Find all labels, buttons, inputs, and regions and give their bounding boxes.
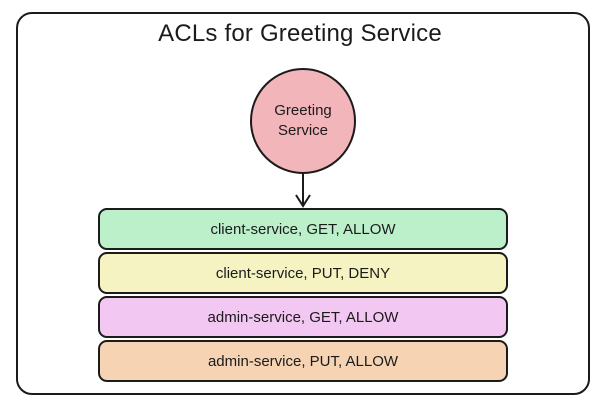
greeting-service-node-label: Greeting Service: [274, 101, 332, 139]
acl-row-client-service-put: client-service, PUT, DENY: [98, 252, 508, 294]
acl-rule-list: client-service, GET, ALLOW client-servic…: [98, 208, 508, 384]
diagram-title: ACLs for Greeting Service: [158, 20, 442, 47]
acl-row-admin-service-put: admin-service, PUT, ALLOW: [98, 340, 508, 382]
down-arrow-icon: [295, 172, 311, 208]
acl-row-label: admin-service, GET, ALLOW: [207, 308, 399, 326]
acl-row-label: admin-service, PUT, ALLOW: [207, 352, 399, 370]
acl-row-admin-service-get: admin-service, GET, ALLOW: [98, 296, 508, 338]
diagram-border-frame: [16, 12, 590, 395]
acl-row-client-service-get: client-service, GET, ALLOW: [98, 208, 508, 250]
acl-row-label: client-service, PUT, DENY: [215, 264, 391, 282]
acl-row-label: client-service, GET, ALLOW: [210, 220, 396, 238]
greeting-service-node: Greeting Service: [250, 68, 356, 174]
